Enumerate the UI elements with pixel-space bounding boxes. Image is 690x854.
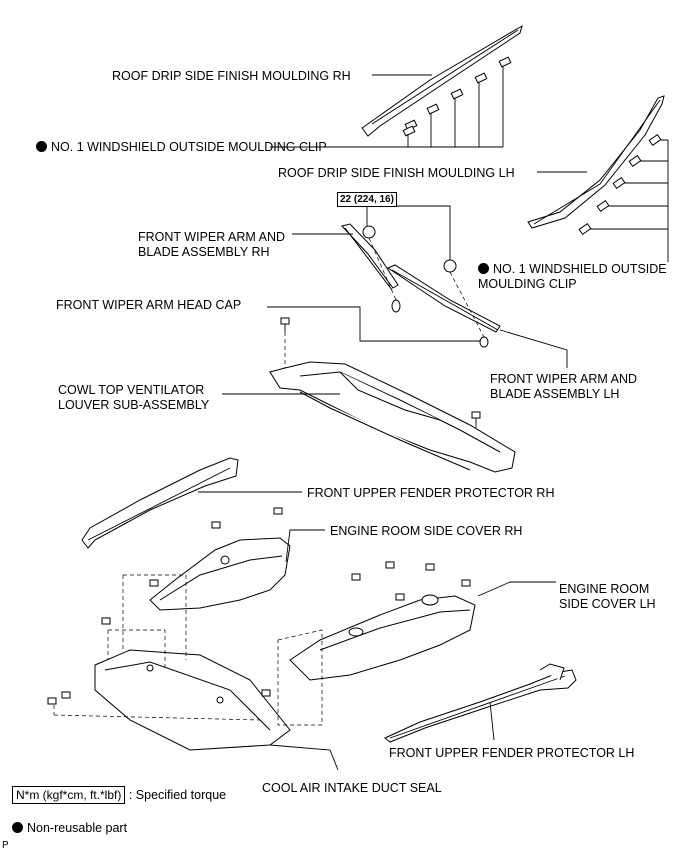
label-fender-protector-rh: FRONT UPPER FENDER PROTECTOR RH [307, 486, 555, 500]
cowl-top-louver [269, 361, 516, 473]
legend-nonreusable: Non-reusable part [12, 821, 127, 836]
non-reusable-marker-icon [36, 141, 47, 152]
fender-protector-lh [384, 663, 577, 743]
windshield-clips-rh [402, 56, 512, 137]
label-windshield-clip-lh: NO. 1 WINDSHIELD OUTSIDE MOULDING CLIP [478, 262, 667, 291]
label-engine-cover-rh: ENGINE ROOM SIDE COVER RH [330, 524, 523, 538]
non-reusable-marker-icon [12, 822, 23, 833]
engine-cover-rh [149, 507, 291, 611]
non-reusable-marker-icon [478, 263, 489, 274]
fender-protector-rh [81, 457, 239, 549]
legend-torque: N*m (kgf*cm, ft.*lbf) : Specified torque [12, 786, 227, 804]
label-roof-drip-rh: ROOF DRIP SIDE FINISH MOULDING RH [112, 69, 351, 83]
label-cool-air-seal: COOL AIR INTAKE DUCT SEAL [262, 781, 442, 795]
label-fender-protector-lh: FRONT UPPER FENDER PROTECTOR LH [389, 746, 635, 760]
windshield-clips-lh [578, 133, 662, 236]
legend-torque-unit: N*m (kgf*cm, ft.*lbf) [12, 786, 126, 804]
figure-code: P [2, 840, 9, 851]
label-wiper-arm-lh: FRONT WIPER ARM AND BLADE ASSEMBLY LH [490, 372, 638, 401]
cowl-bolts [280, 317, 481, 426]
label-cowl-louver: COWL TOP VENTILATOR LOUVER SUB-ASSEMBLY [58, 383, 210, 412]
cool-air-intake-seal [47, 579, 291, 751]
engine-cover-lh [289, 561, 476, 681]
roof-drip-moulding-rh [361, 24, 523, 137]
label-roof-drip-lh: ROOF DRIP SIDE FINISH MOULDING LH [278, 166, 515, 180]
label-engine-cover-lh: ENGINE ROOM SIDE COVER LH [559, 582, 656, 611]
torque-value-box: 22 (224, 16) [337, 192, 397, 207]
label-wiper-arm-rh: FRONT WIPER ARM AND BLADE ASSEMBLY RH [138, 230, 286, 259]
roof-drip-moulding-lh [527, 95, 665, 229]
label-windshield-clip-rh: NO. 1 WINDSHIELD OUTSIDE MOULDING CLIP [36, 140, 327, 155]
wiper-arm-lh [386, 259, 501, 348]
label-wiper-head-cap: FRONT WIPER ARM HEAD CAP [56, 298, 242, 312]
legend-torque-text: : Specified torque [128, 788, 227, 802]
